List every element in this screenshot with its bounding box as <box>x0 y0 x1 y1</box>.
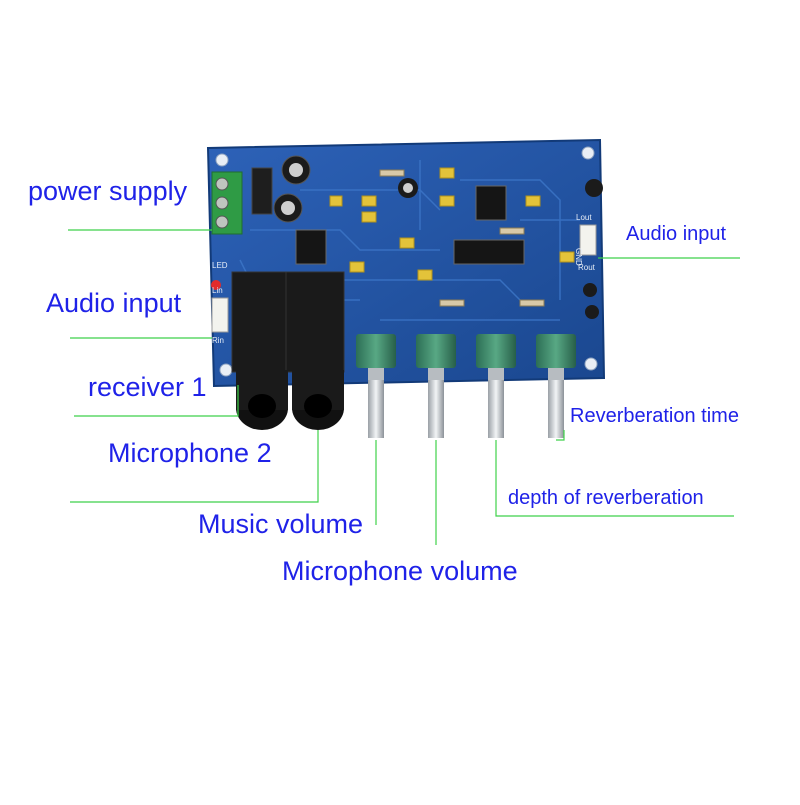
ceramic-capacitors <box>329 167 575 281</box>
silk-rin: Rin <box>212 336 224 345</box>
silk-lin: Lin <box>212 286 223 295</box>
microphone-jacks <box>231 271 345 430</box>
leader-depth-of-reverberation <box>495 440 734 517</box>
led <box>211 280 221 290</box>
leader-reverberation-time <box>556 430 565 441</box>
ic-chips <box>295 185 525 265</box>
label-microphone-volume: Microphone volume <box>282 556 518 586</box>
pcb-traces <box>239 160 580 321</box>
leader-receiver-1 <box>74 385 239 417</box>
silkscreen-text: Lout GND Rout Lin Rin LED <box>212 213 596 345</box>
silk-rout: Rout <box>578 263 596 272</box>
leader-lines <box>68 229 740 545</box>
label-power-supply: power supply <box>28 176 188 206</box>
label-music-volume: Music volume <box>198 509 364 539</box>
power-terminal-block <box>211 171 243 235</box>
label-reverberation-time: Reverberation time <box>570 405 739 427</box>
label-audio-input-right: Audio input <box>626 223 727 245</box>
label-microphone-2: Microphone 2 <box>108 438 272 468</box>
silk-gnd: GND <box>574 248 583 266</box>
label-receiver-1: receiver 1 <box>88 372 207 402</box>
silk-lout: Lout <box>576 213 592 222</box>
regulator <box>251 167 273 215</box>
signal-connectors <box>211 224 597 333</box>
label-audio-input-left: Audio input <box>46 288 182 318</box>
label-depth-of-reverberation: depth of reverberation <box>508 487 704 509</box>
silk-led: LED <box>212 261 228 270</box>
potentiometers <box>356 334 576 438</box>
leader-microphone-2 <box>70 430 319 503</box>
capacitors <box>273 155 603 319</box>
